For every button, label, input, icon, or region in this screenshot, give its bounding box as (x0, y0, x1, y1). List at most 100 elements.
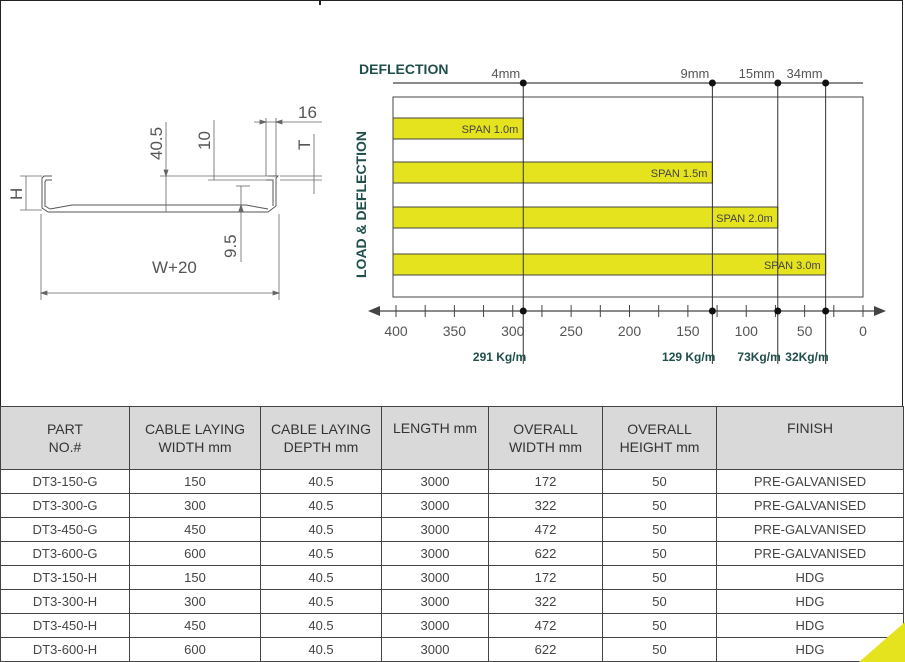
x-tick-label: 0 (859, 323, 867, 339)
drawing-panel (0, 0, 903, 406)
table-cell: 50 (602, 613, 717, 638)
deflection-label: 9mm (681, 66, 710, 81)
plot-frame (392, 96, 864, 298)
table-cell: 3000 (381, 589, 489, 614)
table-cell: DT3-450-G (0, 517, 130, 542)
table-cell: 40.5 (260, 589, 382, 614)
x-tick-label: 150 (676, 323, 700, 339)
table-cell: 50 (602, 517, 717, 542)
divider-stub (319, 1, 321, 5)
right-wall-inner (266, 179, 274, 206)
span-bar-label: SPAN 1.0m (462, 124, 519, 136)
table-cell: 40.5 (260, 565, 382, 590)
table-cell: 172 (488, 565, 603, 590)
table-cell: 50 (602, 589, 717, 614)
tray-cross-section: W+20 16 40.5 10 T H 9.5 (7, 103, 322, 300)
table-cell: 472 (488, 613, 603, 638)
dim-w-label: W+20 (152, 258, 197, 277)
table-cell: 600 (129, 637, 261, 662)
table-cell: DT3-300-G (0, 493, 130, 518)
drawing-and-chart: W+20 16 40.5 10 T H 9.5 DEFLECTION LOAD … (7, 61, 886, 364)
table-cell: 40.5 (260, 541, 382, 566)
base-inner (49, 204, 269, 210)
base-outer (48, 205, 277, 213)
table-cell: 322 (488, 493, 603, 518)
load-dot (774, 307, 782, 315)
left-wall (41, 175, 52, 213)
span-bar (392, 253, 827, 276)
dim-t-label: T (295, 140, 314, 150)
table-cell: PRE-GALVANISED (716, 469, 904, 494)
table-cell: 40.5 (260, 613, 382, 638)
x-tick-label: 350 (443, 323, 467, 339)
span-bar-label: SPAN 3.0m (764, 260, 821, 272)
table-cell: 40.5 (260, 469, 382, 494)
table-cell: 322 (488, 589, 603, 614)
table-cell: 40.5 (260, 637, 382, 662)
chart-ylabel: LOAD & DEFLECTION (353, 131, 369, 278)
table-cell: 3000 (381, 565, 489, 590)
table-cell: 472 (488, 517, 603, 542)
x-axis-arrow-right (874, 306, 886, 316)
x-tick-label: 250 (559, 323, 583, 339)
dim-h-label: H (7, 188, 26, 200)
table-cell: DT3-150-H (0, 565, 130, 590)
deflection-label: 15mm (739, 66, 775, 81)
load-label: 73Kg/m (737, 350, 780, 364)
x-tick-label: 200 (618, 323, 642, 339)
load-label: 129 Kg/m (662, 350, 715, 364)
table-cell: 50 (602, 565, 717, 590)
deflection-dot (822, 79, 830, 87)
table-cell: PRE-GALVANISED (716, 517, 904, 542)
table-cell: 300 (129, 589, 261, 614)
table-cell: DT3-150-G (0, 469, 130, 494)
deflection-dot (519, 79, 527, 87)
dim-9-5-label: 9.5 (221, 234, 240, 258)
table-cell: 50 (602, 541, 717, 566)
x-tick-label: 50 (797, 323, 813, 339)
load-label: 32Kg/m (785, 350, 828, 364)
span-bar-label: SPAN 1.5m (651, 168, 708, 180)
x-tick-label: 100 (735, 323, 759, 339)
table-cell: DT3-600-G (0, 541, 130, 566)
deflection-dot (774, 79, 782, 87)
dim-16-label: 16 (298, 103, 317, 122)
table-cell: 40.5 (260, 493, 382, 518)
corner-accent (859, 622, 905, 662)
chart-title: DEFLECTION (359, 61, 448, 77)
table-cell: 50 (602, 637, 717, 662)
table-cell: 300 (129, 493, 261, 518)
column-header: FINISH (716, 406, 904, 470)
deflection-label: 4mm (491, 66, 520, 81)
dimension-lines (20, 118, 322, 300)
corner-triangle (859, 622, 905, 662)
x-tick-label: 400 (384, 323, 408, 339)
table-cell: DT3-300-H (0, 589, 130, 614)
table-cell: PRE-GALVANISED (716, 493, 904, 518)
table-cell: 450 (129, 517, 261, 542)
load-dot (519, 307, 527, 315)
table-cell: 3000 (381, 541, 489, 566)
table-cell: 3000 (381, 613, 489, 638)
load-dot (822, 307, 830, 315)
table-cell: 40.5 (260, 517, 382, 542)
deflection-label: 34mm (787, 66, 823, 81)
table-cell: HDG (716, 589, 904, 614)
table-cell: 172 (488, 469, 603, 494)
left-wall-inner (44, 179, 52, 210)
table-cell: DT3-450-H (0, 613, 130, 638)
